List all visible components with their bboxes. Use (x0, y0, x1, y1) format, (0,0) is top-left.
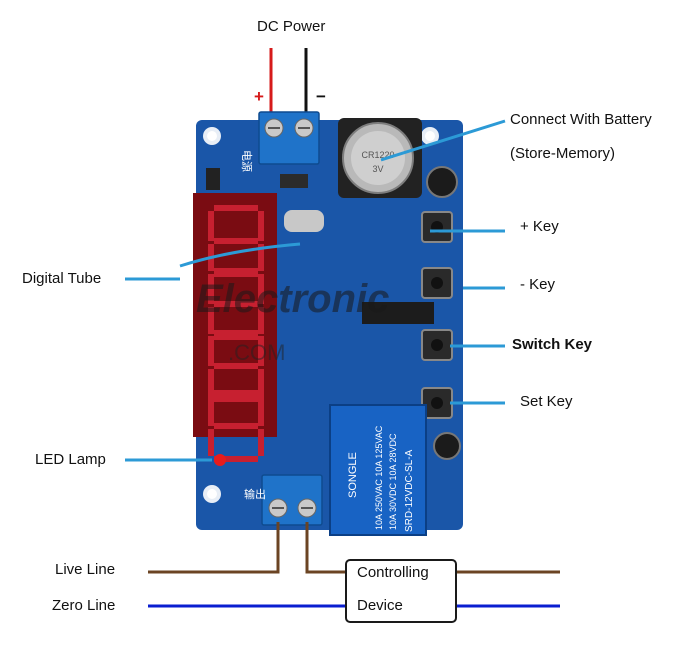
display-segment (258, 211, 264, 241)
led-lamp-icon (214, 454, 226, 466)
relay-spec-2: 10A 30VDC 10A 28VDC (388, 433, 398, 530)
display-segment (214, 390, 258, 396)
capacitor-icon (426, 166, 461, 460)
output-terminal-block (261, 474, 323, 526)
controlling-device-label-2: Device (357, 597, 403, 614)
switch-key-label: Switch Key (512, 336, 593, 353)
pointer-lines (125, 119, 506, 462)
display-segment (208, 429, 214, 456)
display-segment (258, 429, 264, 456)
switch-key-button (421, 329, 453, 361)
battery-voltage: 3V (372, 164, 383, 174)
display-segment (208, 307, 214, 334)
minus-key-button (421, 267, 453, 299)
display-segment (208, 396, 214, 426)
output-silkscreen: 输出 (244, 487, 266, 501)
power-terminal-block (258, 111, 320, 165)
battery-label-line1: Connect With Battery (510, 111, 652, 128)
smd-component (280, 174, 308, 188)
display-segment (208, 211, 214, 241)
small-ic (206, 168, 220, 190)
battery-label-line2: (Store-Memory) (510, 145, 616, 162)
relay-brand: SONGLE (347, 452, 359, 498)
display-segment (214, 268, 258, 274)
display-segment (214, 301, 258, 307)
set-key-label: Set Key (520, 393, 573, 410)
display-segments (208, 205, 264, 462)
relay (329, 404, 427, 536)
watermark-suffix: .COM (228, 340, 285, 365)
display-segment (208, 369, 214, 396)
battery-model: CR1220 (361, 150, 394, 160)
controlling-device-box (345, 559, 457, 623)
display-segment (258, 336, 264, 366)
display-segment (214, 334, 258, 340)
display-segment (258, 396, 264, 426)
driver-ic (362, 302, 434, 324)
relay-spec-1: 10A 250VAC 10A 125VAC (374, 425, 384, 530)
dc-power-label: DC Power (257, 18, 326, 35)
display-segment (214, 238, 258, 244)
controlling-device-label-1: Controlling (357, 564, 429, 581)
plus-key-button (421, 211, 453, 243)
watermark: Electronic (196, 277, 389, 321)
digital-tube-label: Digital Tube (22, 270, 102, 287)
display-segment (258, 244, 264, 271)
display-segment (214, 396, 258, 402)
zero-line-label: Zero Line (52, 597, 116, 614)
power-silkscreen: 电源 (240, 150, 254, 172)
battery-holder (338, 118, 422, 198)
display-segment (214, 330, 258, 336)
display-segment (208, 274, 214, 304)
plus-sign: + (254, 87, 264, 106)
plus-key-label: + Key (520, 218, 559, 235)
display-segment (208, 336, 214, 366)
relay-model: SRD-12VDC-SL-A (404, 449, 415, 532)
live-line-label: Live Line (55, 561, 116, 578)
led-lamp-label: LED Lamp (35, 451, 106, 468)
mounting-hole-icon (203, 127, 439, 503)
wiring (148, 522, 560, 608)
display-segment (258, 369, 264, 396)
display-segment (214, 205, 258, 211)
display-segment (258, 274, 264, 304)
display-segment (214, 363, 258, 369)
crystal-component (284, 210, 324, 232)
display-segment (258, 307, 264, 334)
minus-key-label: - Key (520, 276, 556, 293)
display-segment (214, 423, 258, 429)
display-segment (214, 456, 258, 462)
minus-sign: − (316, 87, 326, 106)
